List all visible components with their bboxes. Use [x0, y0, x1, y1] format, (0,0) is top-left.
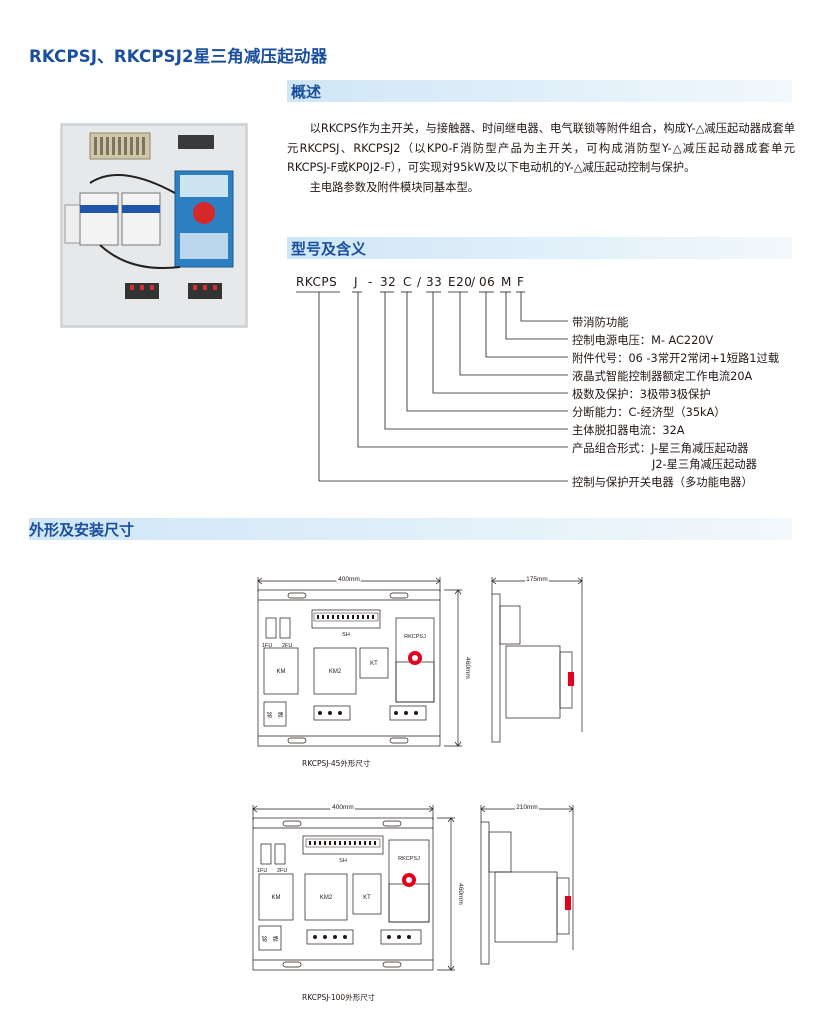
- code-c: C: [403, 275, 412, 289]
- d1-sh-label: SH: [342, 632, 350, 638]
- dims-heading-bar: 外形及安装尺寸: [29, 518, 792, 540]
- code-m: M: [501, 275, 512, 289]
- d1-height-label: 460mm: [464, 657, 471, 679]
- d1-km2-label: KM2: [329, 669, 342, 675]
- drawing-2-caption: RKCPSJ-100外形尺寸: [302, 993, 376, 1002]
- d2-width-label: 400mm: [332, 804, 354, 811]
- product-photo: [60, 123, 248, 328]
- model-desc-device: 控制与保护开关电器（多功能电器）: [572, 476, 753, 489]
- d2-km-label: KM: [272, 895, 281, 901]
- d2-fu1-label: 1FU: [257, 868, 267, 874]
- overview-paragraph-1: 以RKCPS作为主开关，与接触器、时间继电器、电气联锁等附件组合，构成Y-△减压…: [287, 122, 795, 174]
- model-heading-bar: 型号及含义: [287, 237, 792, 259]
- model-desc-accessory: 附件代号：06 -3常开2常闭+1短路1过载: [572, 352, 780, 365]
- d1-kt-label: KT: [370, 661, 378, 667]
- code-32: 32: [380, 275, 397, 289]
- page-title: RKCPSJ、RKCPSJ2星三角减压起动器: [29, 47, 328, 66]
- d2-brand-label: RKCPSJ: [398, 856, 420, 862]
- d2-depth-label: 210mm: [516, 804, 538, 811]
- dims-heading: 外形及安装尺寸: [29, 521, 135, 539]
- model-leader-lines: [296, 291, 568, 482]
- model-desc-fire: 带消防功能: [572, 316, 629, 329]
- model-desc-poles: 极数及保护：3极带3极保护: [572, 388, 711, 401]
- d2-km2-label: KM2: [320, 895, 333, 901]
- model-designation: RKCPS J - 32 C / 33 E20 / 06 M F: [296, 275, 796, 495]
- code-rkcps: RKCPS: [296, 275, 338, 289]
- d1-width-label: 400mm: [338, 576, 360, 583]
- d2-kt-label: KT: [363, 895, 371, 901]
- model-desc-combo-j2: J2-星三角减压起动器: [652, 458, 757, 471]
- overview-heading-bar: 概述: [287, 80, 792, 102]
- drawing-rkcpsj-100: 400mm 210mm 460mm 1FU 2FU SH RKCPSJ KM K…: [245, 800, 590, 992]
- model-desc-trip: 主体脱扣器电流：32A: [572, 424, 685, 437]
- code-dash: -: [368, 275, 373, 289]
- code-slash-1: /: [417, 275, 422, 289]
- code-j: J: [354, 275, 359, 289]
- d2-fu2-label: 2FU: [277, 868, 287, 874]
- code-f: F: [517, 275, 525, 289]
- code-slash-2: /: [471, 275, 476, 289]
- model-desc-controller: 液晶式智能控制器额定工作电流20A: [572, 370, 753, 383]
- d1-fu2-label: 2FU: [282, 643, 292, 649]
- d2-height-label: 460mm: [457, 883, 464, 905]
- model-desc-voltage: 控制电源电压：M- AC220V: [572, 334, 714, 347]
- d2-nameplate-label: 铭 牌: [262, 935, 279, 943]
- model-desc-breaking: 分断能力：C-经济型（35kA）: [572, 406, 726, 419]
- code-e20: E20: [448, 275, 473, 289]
- d2-sh-label: SH: [339, 858, 347, 864]
- d1-depth-label: 175mm: [526, 576, 548, 583]
- code-33: 33: [426, 275, 443, 289]
- code-06: 06: [479, 275, 496, 289]
- d1-nameplate-label: 铭 牌: [267, 711, 284, 719]
- d1-brand-label: RKCPSJ: [404, 634, 426, 640]
- overview-paragraph-2: 主电路参数及附件模块同基本型。: [309, 180, 480, 194]
- drawing-rkcpsj-45: 400mm 175mm 460mm 1FU 2FU SH RKCPSJ KM K…: [250, 572, 595, 772]
- d1-km-label: KM: [277, 669, 286, 675]
- d1-fu1-label: 1FU: [262, 643, 272, 649]
- overview-text: 以RKCPS作为主开关，与接触器、时间继电器、电气联锁等附件组合，构成Y-△减压…: [287, 119, 795, 197]
- model-heading: 型号及含义: [291, 240, 367, 258]
- drawing-1-caption: RKCPSJ-45外形尺寸: [302, 759, 371, 768]
- model-desc-combo: 产品组合形式：J-星三角减压起动器: [572, 442, 749, 455]
- overview-heading: 概述: [291, 83, 322, 101]
